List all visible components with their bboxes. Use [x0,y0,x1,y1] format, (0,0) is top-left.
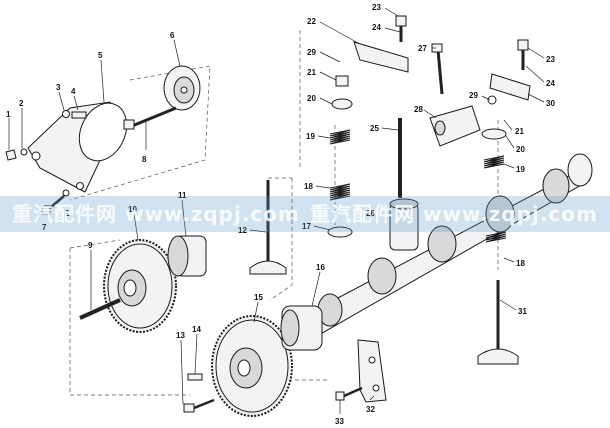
callout-2: 2 [19,99,24,108]
callout-14: 14 [192,325,201,334]
callout-10: 10 [128,205,137,214]
camshaft [299,153,593,341]
callout-labels: 1 2 2 3 4 5 6 7 8 9 10 11 12 13 14 15 16… [6,3,555,426]
callout-20: 20 [516,145,525,154]
pulley [163,65,201,111]
callout-29: 29 [307,48,316,57]
callout-13: 13 [176,331,185,340]
callout-27: 27 [418,44,427,53]
gear-bolts [183,373,215,413]
intake-valve [249,180,287,275]
callout-21: 21 [515,127,524,136]
callout-33: 33 [335,417,344,426]
watermark-text-left: 重汽配件网 www.zqpj.com [12,202,300,226]
callout-30: 30 [546,99,555,108]
callout-8: 8 [142,155,147,164]
callout-17: 17 [302,222,311,231]
callout-9: 9 [88,241,93,250]
callout-4: 4 [71,87,76,96]
callout-12: 12 [238,226,247,235]
rocker-arm-right [489,39,531,101]
valve-spring-lower [327,183,353,238]
callout-23: 23 [546,55,555,64]
callout-32: 32 [366,405,375,414]
right-valve-spring [481,128,507,243]
callout-26: 26 [366,209,375,218]
callout-19: 19 [516,165,525,174]
tappet [389,198,419,251]
callout-24: 24 [372,23,381,32]
callout-21: 21 [307,68,316,77]
rocker-bolt [431,43,444,95]
exhaust-valve [477,280,519,365]
callout-18: 18 [516,259,525,268]
callout-2: 2 [65,209,70,218]
camshaft-gear [211,315,293,417]
callout-16: 16 [316,263,325,272]
callout-19: 19 [306,132,315,141]
valve-spring-upper [329,75,353,145]
callout-23: 23 [372,3,381,12]
watermark-text-right: 重汽配件网 www.zqpj.com [310,202,598,226]
callout-28: 28 [414,105,423,114]
rocker-support [429,95,497,147]
callout-18: 18 [304,182,313,191]
idler-gear [103,239,177,333]
callout-7: 7 [42,223,47,232]
watermark-band [0,196,610,232]
callout-22: 22 [307,17,316,26]
callout-24: 24 [546,79,555,88]
long-bolt [123,106,177,130]
callout-20: 20 [307,94,316,103]
thrust-plate [335,339,387,403]
callout-5: 5 [98,51,103,60]
callout-3: 3 [56,83,61,92]
callout-1: 1 [6,110,11,119]
callout-25: 25 [370,124,379,133]
assembly-guide-lines [69,30,499,396]
callout-15: 15 [254,293,263,302]
small-fasteners [5,111,87,215]
gear-hub [167,235,207,277]
rocker-arm-left [353,15,409,73]
callout-11: 11 [178,191,187,200]
idler-shaft [79,298,121,320]
callout-29: 29 [469,91,478,100]
callout-31: 31 [518,307,527,316]
callout-6: 6 [170,31,175,40]
camshaft-bearing [280,305,323,351]
o-ring-seal [78,102,128,162]
